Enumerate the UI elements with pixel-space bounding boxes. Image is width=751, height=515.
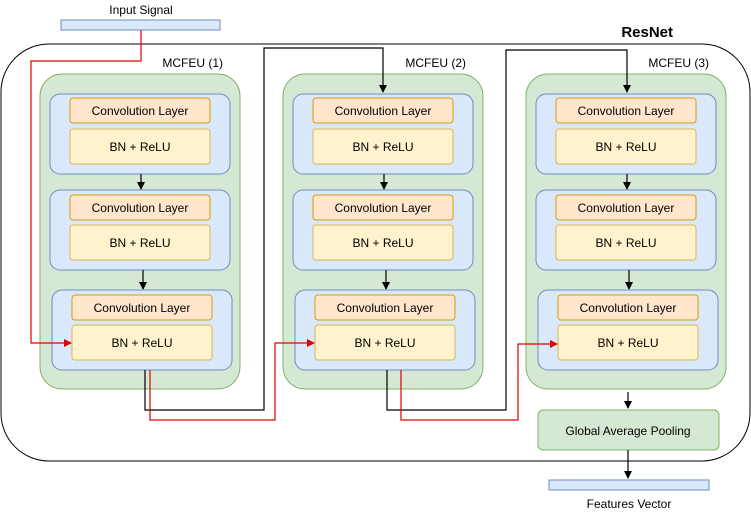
bn-relu-label: BN + ReLU xyxy=(595,140,656,154)
mcfeu-unit-2: MCFEU (2) Convolution Layer BN + ReLU Convo… xyxy=(282,56,484,390)
convolution-layer-label: Convolution Layer xyxy=(580,301,677,315)
convolution-layer-box xyxy=(312,97,454,124)
resnet-title: ResNet xyxy=(621,24,673,41)
features-vector-label: Features Vector xyxy=(587,497,672,511)
convolution-layer-box xyxy=(69,194,211,221)
convolution-layer-box xyxy=(69,97,211,124)
convolution-layer-label: Convolution Layer xyxy=(335,201,432,215)
skip-unit2-to-unit3 xyxy=(400,340,558,421)
bn-relu-label: BN + ReLU xyxy=(109,236,170,250)
bn-relu-label: BN + ReLU xyxy=(109,140,170,154)
convolution-layer-box xyxy=(557,294,699,321)
convolution-layer-label: Convolution Layer xyxy=(335,104,432,118)
convolution-layer-box xyxy=(555,97,697,124)
bn-relu-box xyxy=(71,324,213,361)
mcfeu-unit-label: MCFEU (2) xyxy=(405,56,466,70)
bn-relu-box xyxy=(555,224,697,261)
bn-relu-box xyxy=(555,128,697,165)
bn-relu-label: BN + ReLU xyxy=(354,336,415,350)
bn-relu-box xyxy=(312,224,454,261)
mcfeu-unit-label: MCFEU (3) xyxy=(648,56,709,70)
convolution-layer-label: Convolution Layer xyxy=(337,301,434,315)
bn-relu-box xyxy=(69,128,211,165)
bn-relu-box xyxy=(312,128,454,165)
skip-unit1-to-unit2 xyxy=(149,339,315,421)
bn-relu-label: BN + ReLU xyxy=(352,140,413,154)
input-signal-box xyxy=(60,19,221,31)
bn-relu-box xyxy=(69,224,211,261)
bn-relu-label: BN + ReLU xyxy=(597,336,658,350)
convolution-layer-box xyxy=(555,194,697,221)
bn-relu-box xyxy=(557,324,699,361)
flow-unit1-to-unit2 xyxy=(144,47,387,411)
mcfeu-unit-3: MCFEU (3) Convolution Layer BN + ReLU Convo… xyxy=(525,56,727,390)
features-vector-box xyxy=(548,479,710,491)
convolution-layer-label: Convolution Layer xyxy=(92,104,189,118)
convolution-layer-label: Convolution Layer xyxy=(578,201,675,215)
convolution-layer-label: Convolution Layer xyxy=(94,301,191,315)
bn-relu-label: BN + ReLU xyxy=(111,336,172,350)
bn-relu-label: BN + ReLU xyxy=(352,236,413,250)
convolution-layer-label: Convolution Layer xyxy=(578,104,675,118)
input-signal-label: Input Signal xyxy=(109,3,172,17)
convolution-layer-box xyxy=(312,194,454,221)
global-average-pooling-label: Global Average Pooling xyxy=(565,424,690,438)
flow-unit2-to-unit3 xyxy=(386,49,631,411)
bn-relu-label: BN + ReLU xyxy=(595,236,656,250)
convolution-layer-box xyxy=(314,294,456,321)
bn-relu-box xyxy=(314,324,456,361)
convolution-layer-box xyxy=(71,294,213,321)
mcfeu-unit-label: MCFEU (1) xyxy=(162,56,223,70)
skip-input-to-unit1 xyxy=(30,30,142,347)
convolution-layer-label: Convolution Layer xyxy=(92,201,189,215)
mcfeu-unit-1: MCFEU (1) Convolution Layer BN + ReLU Convo… xyxy=(39,56,241,390)
